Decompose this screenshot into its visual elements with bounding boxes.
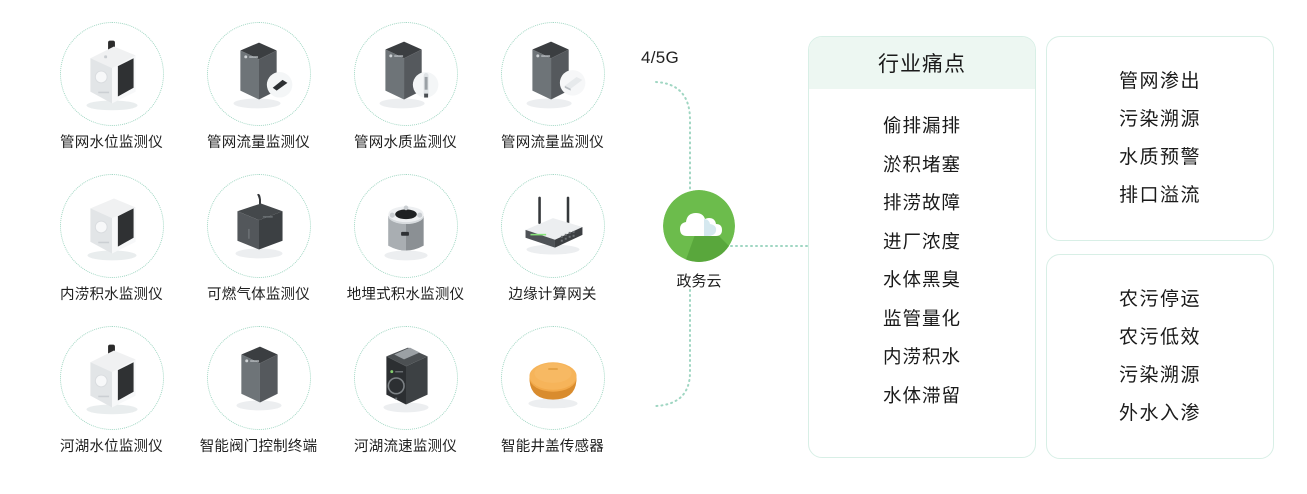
device-image-circle [59, 22, 164, 126]
device-label: 河湖水位监测仪 [60, 439, 163, 455]
device-image-circle [206, 22, 311, 126]
topic-item[interactable]: 农污停运 [1118, 288, 1201, 310]
smart-valve-controller-icon [235, 346, 282, 411]
topic-card-rural-sewage: 农污停运 农污低效 污染溯源 外水入渗 [1046, 254, 1274, 459]
topic-item[interactable]: 水质预警 [1118, 146, 1201, 168]
painpoint-item[interactable]: 排涝故障 [882, 192, 961, 213]
device-card[interactable]: 管网水质监测仪 [332, 22, 479, 174]
device-card[interactable]: 智能井盖传感器 [479, 326, 626, 478]
device-card[interactable]: 河湖流速监测仪 [332, 326, 479, 478]
device-image-circle [353, 326, 458, 430]
cloud-icon [663, 190, 735, 262]
device-card[interactable]: 管网水位监测仪 [38, 22, 185, 174]
device-label: 管网流量监测仪 [207, 135, 310, 151]
device-card[interactable]: 河湖水位监测仪 [38, 326, 185, 478]
device-card[interactable]: 智能阀门控制终端 [185, 326, 332, 478]
topic-item[interactable]: 管网渗出 [1118, 70, 1201, 92]
topic-item[interactable]: 污染溯源 [1118, 108, 1201, 130]
topic-item[interactable]: 排口溢流 [1118, 184, 1201, 206]
device-card[interactable]: 边缘计算网关 [479, 174, 626, 326]
topic-item[interactable]: 污染溯源 [1118, 364, 1201, 386]
device-label: 管网流量监测仪 [501, 135, 604, 151]
topic-list: 管网渗出 污染溯源 水质预警 排口溢流 [1047, 37, 1273, 240]
device-card[interactable]: 管网流量监测仪 [185, 22, 332, 174]
device-label: 可燃气体监测仪 [207, 287, 310, 303]
device-image-circle [500, 326, 605, 430]
painpoint-item[interactable]: 监管量化 [882, 307, 961, 329]
painpoints-list: 偷排漏排 淤积堵塞 排涝故障 进厂浓度 水体黑臭 监管量化 内涝积水 水体滞留 [809, 89, 1035, 415]
device-card[interactable]: 管网流量监测仪 [479, 22, 626, 174]
pipe-flow-meter-icon-2 [526, 41, 585, 109]
device-label: 管网水质监测仪 [354, 135, 457, 151]
device-label: 河湖流速监测仪 [354, 439, 457, 455]
flow-velocity-meter-icon [382, 347, 429, 413]
uplink-dotted-line [655, 81, 691, 197]
network-link-label: 4/5G [641, 48, 680, 67]
device-image-circle [59, 326, 164, 430]
device-card[interactable]: 内涝积水监测仪 [38, 174, 185, 326]
device-image-circle [206, 326, 311, 430]
painpoints-title: 行业痛点 [809, 37, 1035, 89]
device-image-circle [353, 174, 458, 278]
device-label: 管网水位监测仪 [60, 135, 163, 151]
painpoint-item[interactable]: 水体滞留 [882, 384, 961, 406]
edge-gateway-icon [525, 196, 582, 255]
painpoint-item[interactable]: 偷排漏排 [882, 115, 961, 136]
manhole-cover-sensor-icon [527, 362, 578, 409]
device-image-circle [500, 174, 605, 278]
pipe-flow-meter-icon [233, 42, 292, 109]
lake-level-meter-icon [86, 344, 137, 415]
device-image-circle [206, 174, 311, 278]
downlink-dotted-line [655, 289, 691, 407]
water-level-meter-icon [86, 40, 137, 111]
painpoint-item[interactable]: 水体黑臭 [882, 269, 961, 290]
device-label: 智能井盖传感器 [501, 439, 604, 455]
device-image-circle [59, 174, 164, 278]
device-image-circle [500, 22, 605, 126]
urban-flood-meter-icon [86, 198, 137, 261]
cloud-label: 政务云 [676, 273, 722, 290]
device-grid: 管网水位监测仪 管网流量监测仪 [38, 22, 628, 477]
painpoint-item[interactable]: 进厂浓度 [882, 230, 961, 252]
device-label: 地埋式积水监测仪 [346, 287, 465, 303]
topic-card-pipe-network: 管网渗出 污染溯源 水质预警 排口溢流 [1046, 36, 1274, 241]
painpoint-item[interactable]: 内涝积水 [882, 346, 961, 367]
buried-water-meter-icon [383, 205, 428, 261]
device-image-circle [353, 22, 458, 126]
water-quality-meter-icon [379, 41, 438, 109]
government-cloud-node[interactable]: 政务云 [653, 190, 745, 291]
device-label: 智能阀门控制终端 [199, 439, 318, 455]
device-label: 边缘计算网关 [508, 287, 597, 303]
device-card[interactable]: 可燃气体监测仪 [185, 174, 332, 326]
device-card[interactable]: 地埋式积水监测仪 [332, 174, 479, 326]
topic-list: 农污停运 农污低效 污染溯源 外水入渗 [1047, 255, 1273, 458]
device-label: 内涝积水监测仪 [60, 287, 163, 303]
painpoint-item[interactable]: 淤积堵塞 [882, 153, 961, 175]
combustible-gas-meter-icon [234, 193, 283, 259]
topic-item[interactable]: 农污低效 [1118, 326, 1201, 348]
industry-painpoints-card: 行业痛点 偷排漏排 淤积堵塞 排涝故障 进厂浓度 水体黑臭 监管量化 内涝积水 … [808, 36, 1036, 458]
topic-item[interactable]: 外水入渗 [1118, 402, 1201, 424]
